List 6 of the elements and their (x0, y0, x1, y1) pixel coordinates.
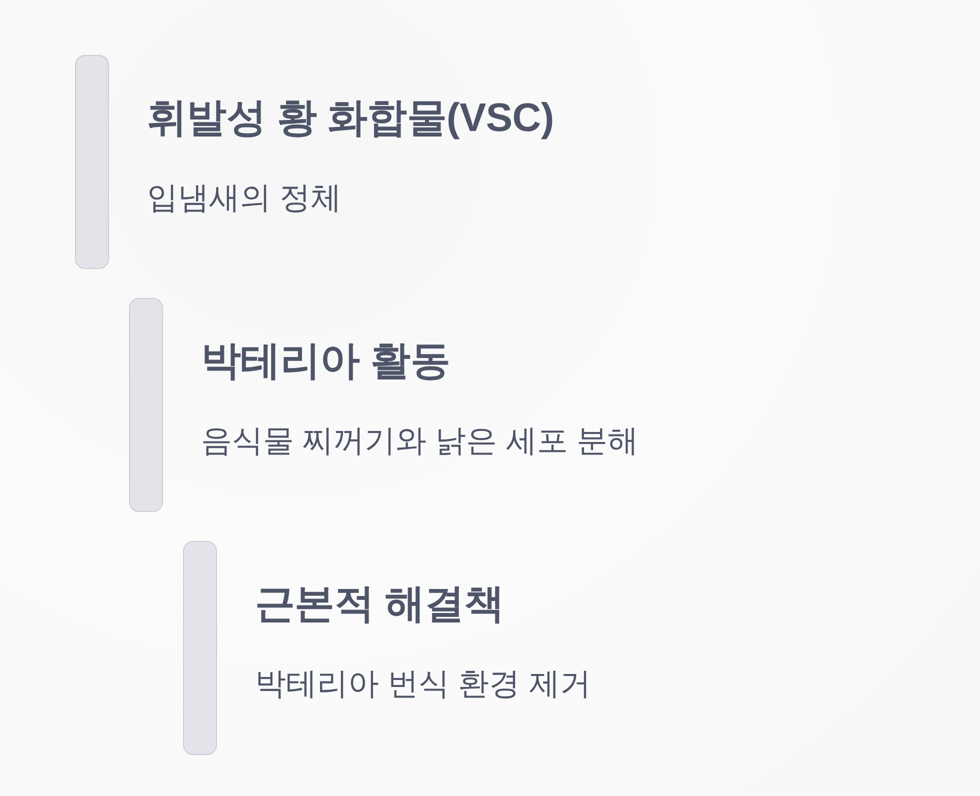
heading: 근본적 해결책 (255, 581, 504, 628)
heading: 박테리아 활동 (201, 338, 450, 385)
description: 음식물 찌꺼기와 낡은 세포 분해 (201, 422, 638, 460)
description: 박테리아 번식 환경 제거 (255, 665, 591, 703)
heading: 휘발성 황 화합물(VSC) (147, 95, 554, 142)
description: 입냄새의 정체 (147, 179, 342, 217)
